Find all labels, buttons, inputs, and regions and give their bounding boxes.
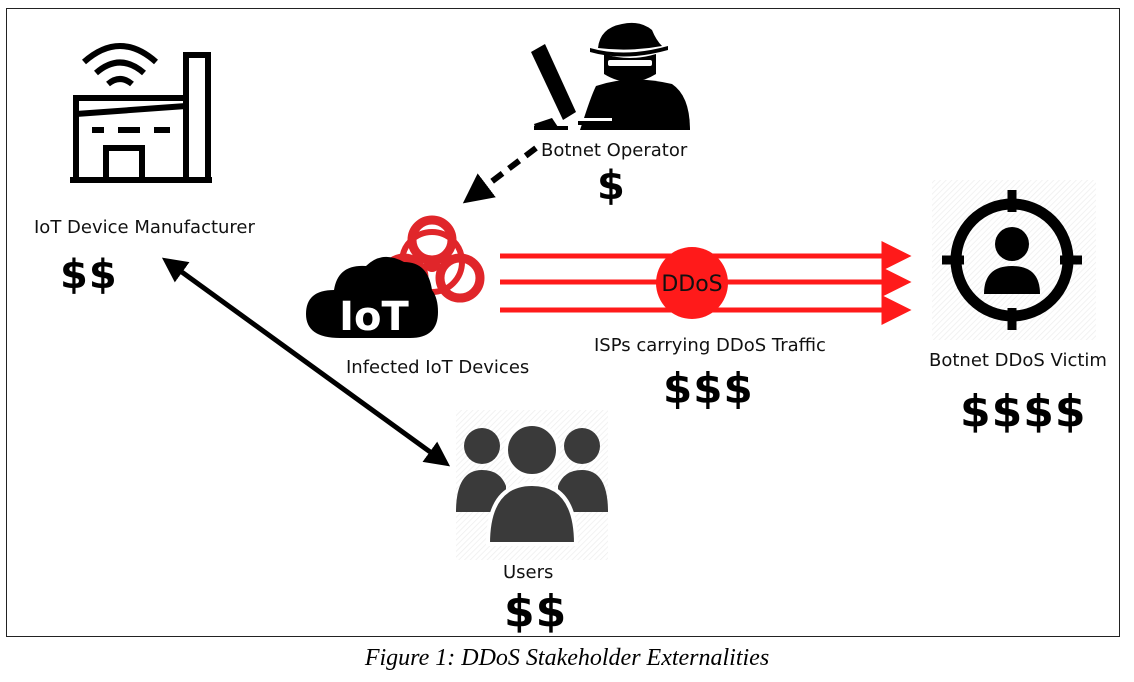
- users-cost: $$: [504, 586, 568, 637]
- ddos-badge-label: DDoS: [661, 272, 722, 297]
- victim-cost: $$$$: [960, 386, 1087, 437]
- user-group-icon: [456, 410, 608, 560]
- manufacturer-cost: $$: [60, 252, 118, 298]
- iot-badge: IoT: [339, 294, 409, 340]
- isps-label: ISPs carrying DDoS Traffic: [594, 335, 826, 356]
- target-person-icon: [932, 180, 1096, 340]
- ddos-badge: [656, 247, 728, 319]
- operator-label: Botnet Operator: [541, 140, 688, 161]
- operator-to-iot-arrow: [462, 145, 538, 204]
- operator-cost: $: [597, 163, 626, 209]
- hacker-at-computer-icon: [531, 22, 690, 130]
- victim-label: Botnet DDoS Victim: [929, 350, 1107, 371]
- isps-cost: $$$: [663, 364, 754, 413]
- users-label: Users: [503, 562, 554, 583]
- iot-label: Infected IoT Devices: [346, 357, 530, 378]
- factory-wifi-icon: [70, 43, 212, 183]
- manufacturer-users-arrow: [161, 257, 451, 467]
- manufacturer-label: IoT Device Manufacturer: [34, 217, 255, 238]
- figure-caption: Figure 1: DDoS Stakeholder Externalities: [364, 645, 770, 671]
